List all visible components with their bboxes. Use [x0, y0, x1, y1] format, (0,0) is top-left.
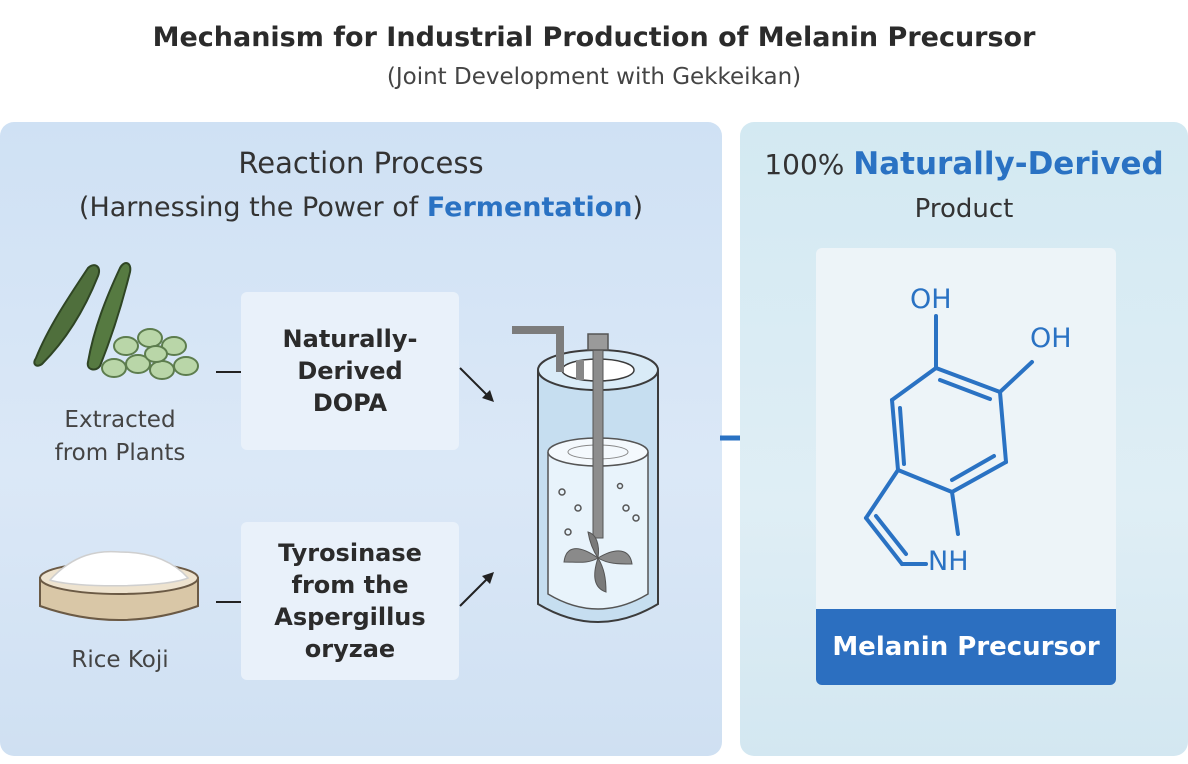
rice-koji-icon — [39, 550, 199, 621]
melanin-precursor-label: Melanin Precursor — [816, 609, 1116, 685]
diagram-subtitle: (Joint Development with Gekkeikan) — [386, 64, 802, 90]
tyrosinase-line4: oryzae — [304, 635, 396, 663]
product-title: 100% Naturally-Derived — [740, 146, 1188, 182]
arrow-diagonal-up-icon — [459, 572, 494, 607]
arrow-diagonal-down-icon — [459, 367, 494, 402]
tyrosinase-line3: Aspergillus — [274, 603, 426, 631]
oh-label-top: OH — [910, 284, 952, 315]
reaction-subtitle-post: ) — [632, 192, 644, 223]
fermentation-tank-icon — [512, 326, 659, 623]
product-title-pre: 100% — [764, 148, 854, 181]
reaction-process-subtitle: (Harnessing the Power of Fermentation) — [0, 192, 722, 223]
tyrosinase-box: Tyrosinase from the Aspergillus oryzae — [241, 522, 459, 680]
dopa-line3: DOPA — [312, 389, 388, 417]
tyrosinase-line1: Tyrosinase — [278, 539, 422, 567]
plants-label-line2: from Plants — [54, 440, 186, 466]
dopa-line1: Naturally- — [282, 325, 418, 353]
reaction-subtitle-pre: (Harnessing the Power of — [78, 192, 427, 223]
naturally-derived-dopa-box: Naturally- Derived DOPA — [241, 292, 459, 450]
reaction-process-title: Reaction Process — [238, 146, 484, 180]
plants-label: Extracted from Plants — [30, 404, 210, 470]
molecule-structure-icon — [864, 314, 1034, 566]
naturally-derived-highlight: Naturally-Derived — [853, 146, 1164, 182]
rice-koji-label: Rice Koji — [71, 647, 169, 673]
plants-label-line1: Extracted — [64, 407, 176, 433]
nh-label: NH — [928, 546, 969, 577]
fermentation-highlight: Fermentation — [426, 192, 633, 223]
diagram-title: Mechanism for Industrial Production of M… — [152, 22, 1036, 53]
dopa-line2: Derived — [297, 357, 403, 385]
product-title-line2: Product — [914, 194, 1014, 224]
soybean-plant-icon — [33, 262, 199, 380]
tyrosinase-line2: from the — [291, 571, 409, 599]
oh-label-right: OH — [1030, 323, 1072, 354]
